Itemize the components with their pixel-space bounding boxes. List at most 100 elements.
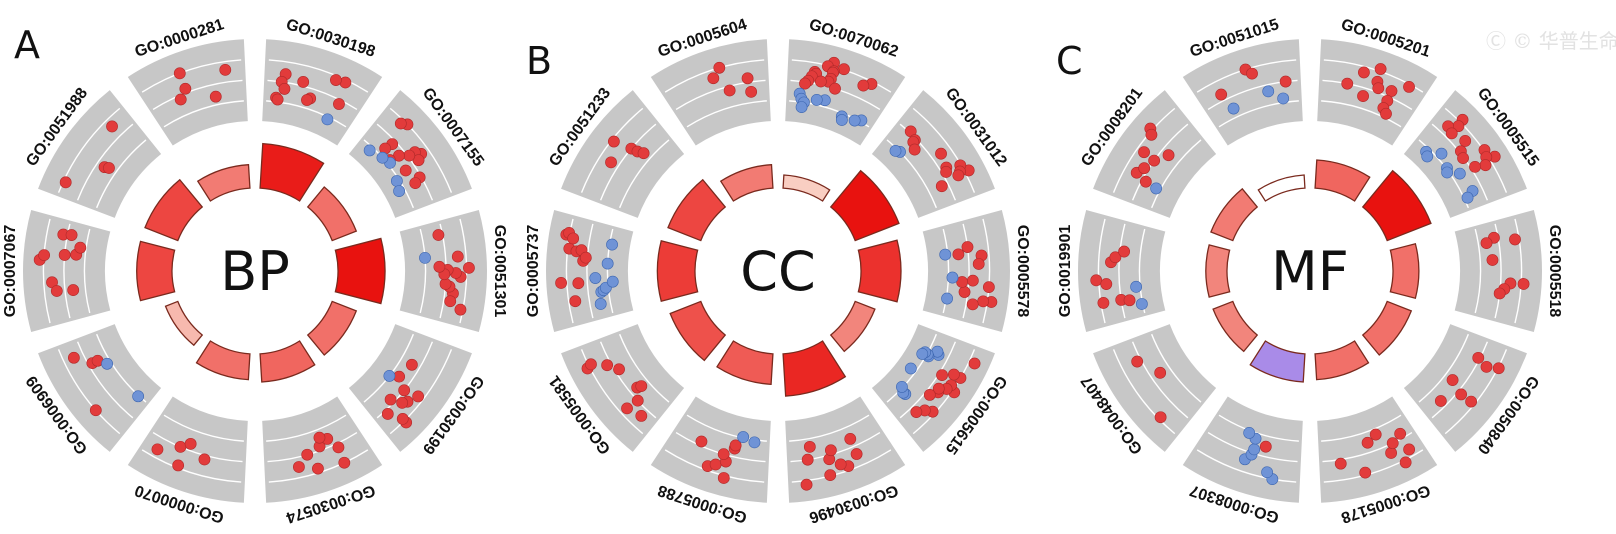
gene-point-down [941,292,953,305]
zscore-bar [196,164,251,202]
track-guide-line [419,228,427,314]
gene-point-up [1246,67,1258,80]
gene-point-up [605,156,617,169]
track-wedge [38,324,162,452]
gene-point-up [173,67,186,80]
gene-point-up [707,72,720,85]
gene-point-up [1372,82,1385,95]
gene-point-up [1492,362,1505,375]
gene-point-up [59,176,72,189]
gene-point-up [444,295,457,308]
panel-letter-a: A [14,23,40,67]
gene-point-up [332,441,345,454]
track-guide-line [1097,218,1106,324]
gene-point-down [393,185,405,197]
gene-point-up [695,435,708,448]
track-guide-line [1514,218,1523,324]
zscore-bar [829,169,900,242]
gene-point-up [621,402,633,415]
gene-point-up [1403,443,1416,456]
gene-point-up [850,448,863,460]
gene-point-up [567,232,580,245]
gene-point-up [1369,428,1382,441]
zscore-bar [136,240,176,302]
gene-point-up [179,82,192,95]
track-guide-line [1118,223,1126,319]
gene-point-down [594,298,607,310]
zscore-bar [857,239,902,303]
gene-point-up [1455,388,1468,401]
gene-point-down [1453,167,1466,180]
gene-point-up [637,147,650,160]
track-guide-line [1322,79,1413,111]
gene-point-down [1248,443,1261,456]
gene-point-down [946,271,959,284]
track-guide-line [599,341,657,419]
track-wedge [1403,324,1527,452]
gene-point-down [916,348,929,360]
gene-point-up [972,258,985,270]
zscore-bar [195,340,251,381]
gene-point-up [198,453,211,466]
gene-point-down [419,251,431,264]
gene-point-up [106,120,118,133]
gene-point-up [396,412,409,425]
center-label: BP [220,240,290,303]
gene-point-up [1472,351,1485,364]
gene-point-down [390,175,403,187]
track-guide-line [1150,333,1202,403]
track-guide-line [1321,414,1402,442]
center-label: MF [1271,240,1349,303]
track-guide-line [942,228,950,314]
gene-point-up [278,83,291,95]
gene-point-down [1227,102,1240,115]
gene-point-up [834,458,847,471]
zscore-bar [1210,187,1259,242]
gene-point-up [1399,456,1412,469]
zscore-bar-ring [136,142,386,383]
track-guide-line [686,100,767,128]
gene-point-up [1145,128,1158,141]
gene-point-down [1461,191,1474,204]
go-term-label: GO:0051301 [491,225,508,318]
gene-point-down [589,272,602,284]
gene-point-up [1403,81,1415,93]
gene-point-up [1138,146,1150,159]
gene-point-down [939,248,952,261]
track-guide-line [1418,333,1470,403]
gene-point-down [1277,92,1290,105]
panel-letter-b: B [526,39,552,83]
zscore-bar [716,340,774,386]
gene-point-up [958,286,971,298]
gene-point-up [961,241,974,253]
zscore-bar [259,142,325,202]
gene-point-up [579,251,592,264]
gene-point-up [463,261,475,274]
panel-cc: GO:0070062GO:0031012GO:0005578GO:0005615… [525,16,1031,526]
gene-point-up [910,406,923,418]
zscore-bar [164,300,204,347]
track-guide-line [1112,107,1176,193]
zscore-bar-ring [1205,159,1432,383]
watermark: Ⓒ © 华普生命 [1486,29,1616,53]
gene-point-up [977,295,990,308]
track-guide-line [1474,228,1482,314]
outer-track-ring [546,39,1010,503]
panel-letter-c: C [1056,39,1083,83]
track-guide-line [389,107,453,193]
track-wedge [871,90,995,218]
gene-point-up [1374,63,1387,75]
track-wedge [561,324,685,452]
gene-point-up [1341,77,1354,90]
gene-point-up [184,437,197,450]
track-guide-line [675,79,766,111]
gene-point-up [1334,457,1347,470]
gene-point-up [313,431,326,444]
gene-point-up [297,76,310,88]
gene-point-up [403,149,416,162]
gene-point-down [1435,147,1448,160]
gene-point-up [1090,274,1103,287]
track-guide-line [1196,449,1297,483]
gene-point-up [1131,355,1144,368]
gene-point-up [723,84,736,97]
